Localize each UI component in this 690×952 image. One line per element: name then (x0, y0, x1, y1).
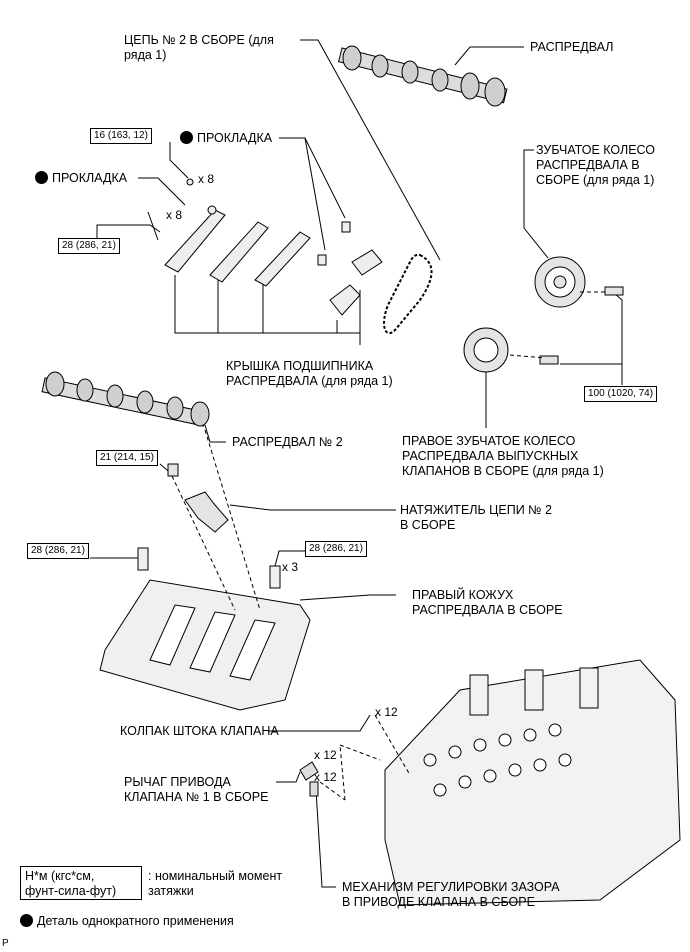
corner-mark: P (2, 938, 9, 949)
qty-x8-lower: x 8 (166, 208, 183, 222)
rocker-art (299, 761, 319, 797)
label-exhaust-gear: ПРАВОЕ ЗУБЧАТОЕ КОЛЕСО РАСПРЕДВАЛА ВЫПУС… (402, 434, 604, 478)
label-rocker: РЫЧАГ ПРИВОДА КЛАПАНА № 1 В СБОРЕ (124, 775, 269, 804)
label-gasket-top-text: ПРОКЛАДКА (197, 131, 273, 145)
alignment-lines (171, 291, 605, 801)
single-use-icon (35, 171, 48, 184)
torque-28b: 28 (286, 21) (27, 543, 89, 559)
qty-x12-valve-cap: x 12 (375, 705, 398, 719)
cam-gear-art (534, 256, 624, 308)
label-camshaft2: РАСПРЕДВАЛ № 2 (232, 435, 343, 449)
leader-chain (300, 39, 441, 261)
leader-cam-gear (523, 149, 549, 259)
qty-x12-rocker-lower: x 12 (314, 770, 337, 784)
torque-16: 16 (163, 12) (90, 128, 152, 144)
camshaft2-art (41, 371, 210, 427)
leader-bearing-cap-bus (174, 275, 360, 334)
label-gasket-left: ПРОКЛАДКА (35, 171, 127, 186)
tensioner-art (167, 463, 229, 533)
cylinder-head-art (384, 659, 681, 906)
leader-gasket-left (138, 177, 186, 206)
label-bearing-cap: КРЫШКА ПОДШИПНИКА РАСПРЕДВАЛА (для ряда … (226, 359, 393, 388)
label-tensioner: НАТЯЖИТЕЛЬ ЦЕПИ № 2 В СБОРЕ (400, 503, 553, 532)
camshaft-art (338, 45, 508, 107)
legend-single-use: Деталь однократного применения (20, 914, 234, 929)
legend-single-use-text: Деталь однократного применения (37, 914, 234, 928)
label-chain: ЦЕПЬ № 2 В СБОРЕ (для ряда 1) (124, 33, 274, 62)
label-lash-adjuster: МЕХАНИЗМ РЕГУЛИРОВКИ ЗАЗОРА В ПРИВОДЕ КЛ… (342, 880, 560, 909)
exhaust-gear-art (463, 327, 559, 373)
leader-tensioner (229, 504, 396, 511)
single-use-icon (20, 914, 33, 927)
qty-x3: x 3 (282, 560, 299, 574)
label-gasket-left-text: ПРОКЛАДКА (52, 171, 128, 185)
leader-housing (299, 594, 396, 601)
leader-lash (315, 789, 336, 888)
torque-100: 100 (1020, 74) (584, 386, 658, 402)
torque-28c: 28 (286, 21) (305, 541, 367, 557)
leader-rocker (276, 771, 301, 783)
torque-21: 21 (214, 15) (96, 450, 158, 466)
bearing-caps-art (147, 178, 383, 316)
single-use-icon (180, 131, 193, 144)
chain-art (383, 253, 433, 335)
housing-art (99, 547, 311, 711)
leader-camshaft (454, 46, 524, 66)
leader-gasket-top-2 (304, 137, 346, 219)
leader-valve-cap (268, 714, 371, 732)
torque-28a: 28 (286, 21) (58, 238, 120, 254)
legend-torque-desc: : номинальный момент затяжки (148, 869, 283, 898)
label-valve-cap: КОЛПАК ШТОКА КЛАПАНА (120, 724, 279, 738)
leader-camshaft2 (204, 424, 226, 443)
legend-torque-unit-box: Н*м (кгс*см, фунт-сила-фут) (20, 866, 142, 900)
label-cam-gear: ЗУБЧАТОЕ КОЛЕСО РАСПРЕДВАЛА В СБОРЕ (для… (536, 143, 656, 187)
label-gasket-top: ПРОКЛАДКА (180, 131, 272, 146)
label-housing: ПРАВЫЙ КОЖУХ РАСПРЕДВАЛА В СБОРЕ (412, 588, 563, 617)
qty-x8-upper: x 8 (198, 172, 215, 186)
label-camshaft: РАСПРЕДВАЛ (530, 40, 614, 54)
qty-x12-rocker-upper: x 12 (314, 748, 337, 762)
